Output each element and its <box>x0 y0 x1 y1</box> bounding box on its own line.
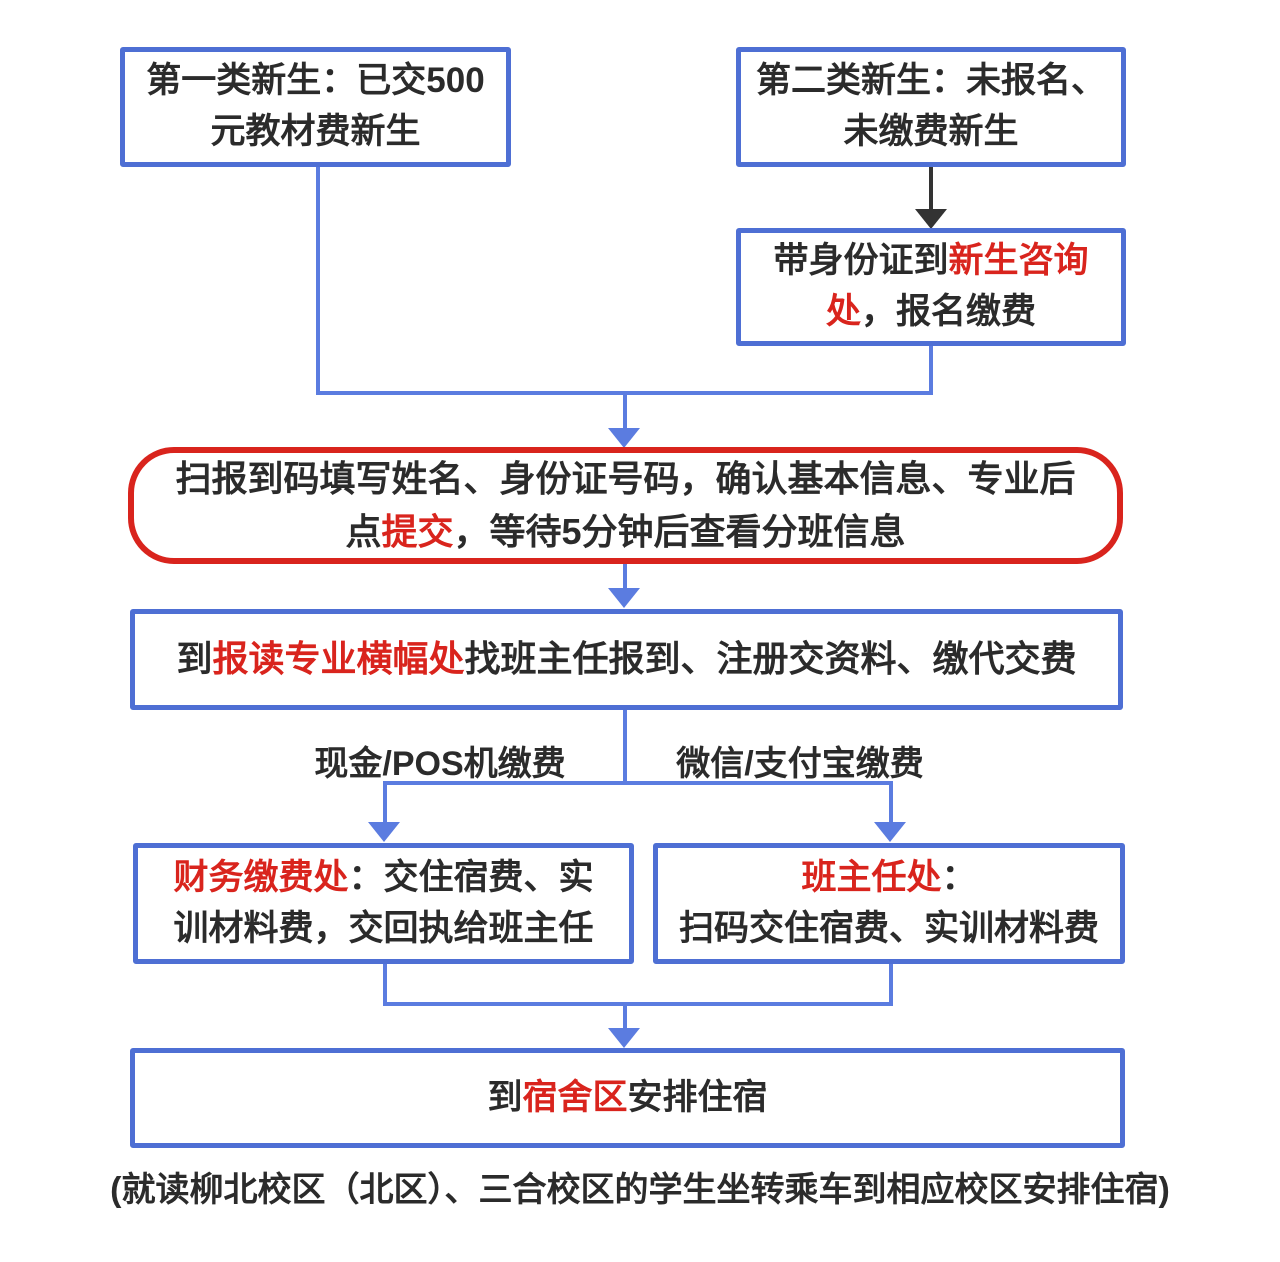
label-wechat-alipay: 微信/支付宝缴费 <box>676 745 924 783</box>
teacher-line2: 扫码交住宿费、实训材料费 <box>678 908 1099 948</box>
banner-text-post: 找班主任报到、注册交资料、缴代交费 <box>464 638 1077 680</box>
arrow-down-into-dorm <box>608 1028 640 1048</box>
scan-text-red: 提交 <box>381 510 454 552</box>
node-consult-desk: 带身份证到新生咨询 处，报名缴费 <box>736 228 1126 346</box>
banner-text-pre: 到 <box>176 638 213 680</box>
banner-line: 到报读专业横幅处找班主任报到、注册交资料、缴代交费 <box>176 633 1076 685</box>
finance-line1: 财务缴费处：交住宿费、实 <box>173 853 593 904</box>
finance-line2: 训材料费，交回执给班主任 <box>173 908 594 948</box>
node-dorm-assignment: 到宿舍区安排住宿 <box>130 1048 1125 1148</box>
scan-text-post: ，等待5分钟后查看分班信息 <box>453 510 906 552</box>
arrow-down-into-scan <box>608 428 640 448</box>
consult-text-red2: 处 <box>825 292 861 331</box>
dorm-text-pre: 到 <box>487 1077 523 1117</box>
node-type2-line2: 未缴费新生 <box>843 112 1019 151</box>
dorm-text-post: 安排住宿 <box>627 1077 768 1117</box>
consult-text-red: 新生咨询 <box>948 241 1089 281</box>
consult-text-black: 带身份证到 <box>773 241 949 281</box>
finance-text-red: 财务缴费处 <box>173 857 349 897</box>
arrow-down-type2-to-consult <box>915 209 947 229</box>
scan-line1: 扫报到码填写姓名、身份证号码，确认基本信息、专业后 <box>175 458 1076 500</box>
node-scan-code: 扫报到码填写姓名、身份证号码，确认基本信息、专业后 点提交，等待5分钟后查看分班… <box>128 447 1123 564</box>
node-type1-line2: 元教材费新生 <box>210 112 421 151</box>
connector-split-right-line <box>889 781 893 823</box>
teacher-text-colon: ： <box>941 857 977 897</box>
connector-split-line <box>383 781 893 785</box>
node-type1-line1: 第一类新生：已交500 <box>146 61 485 101</box>
dorm-text-red: 宿舍区 <box>522 1077 628 1117</box>
connector-merge-stem-line <box>623 391 627 429</box>
node-finance-office: 财务缴费处：交住宿费、实 训材料费，交回执给班主任 <box>133 843 634 964</box>
connector-type1-down-line <box>316 167 320 395</box>
scan-line2: 点提交，等待5分钟后查看分班信息 <box>345 506 905 558</box>
finance-text-post: ：交住宿费、实 <box>348 857 594 897</box>
connector-type2-to-consult-line <box>929 167 933 211</box>
teacher-line1: 班主任处： <box>801 853 976 904</box>
connector-split-left-line <box>383 781 387 823</box>
connector-teacher-down-line <box>889 964 893 1006</box>
node-type2-line1: 第二类新生：未报名、 <box>755 61 1106 101</box>
node-consult-line2: 处，报名缴费 <box>826 287 1036 338</box>
scan-text-pre: 点 <box>345 510 382 552</box>
connector-finance-down-line <box>383 964 387 1006</box>
connector-banner-stem-line <box>623 710 627 785</box>
teacher-text-red: 班主任处 <box>801 857 942 897</box>
footer-note: (就读柳北校区（北区）、三合校区的学生坐转乘车到相应校区安排住宿) <box>110 1171 1170 1209</box>
connector-scan-to-banner-line <box>623 564 627 590</box>
node-type1-students: 第一类新生：已交500 元教材费新生 <box>120 47 511 167</box>
dorm-line: 到宿舍区安排住宿 <box>487 1073 767 1124</box>
node-type2-students: 第二类新生：未报名、 未缴费新生 <box>736 47 1126 167</box>
node-consult-line1: 带身份证到新生咨询 <box>773 236 1088 287</box>
consult-text-black2: ，报名缴费 <box>861 292 1037 331</box>
label-cash-pos: 现金/POS机缴费 <box>314 745 566 783</box>
banner-text-red: 报读专业横幅处 <box>212 638 465 680</box>
node-teacher-office: 班主任处： 扫码交住宿费、实训材料费 <box>653 843 1125 964</box>
arrow-down-into-banner <box>608 588 640 608</box>
arrow-down-into-finance <box>368 822 400 842</box>
connector-dorm-stem-line <box>623 1002 627 1029</box>
arrow-down-into-teacher <box>874 822 906 842</box>
node-banner-checkin: 到报读专业横幅处找班主任报到、注册交资料、缴代交费 <box>130 609 1123 710</box>
connector-consult-down-line <box>929 346 933 395</box>
connector-bottom-merge-line <box>383 1002 893 1006</box>
